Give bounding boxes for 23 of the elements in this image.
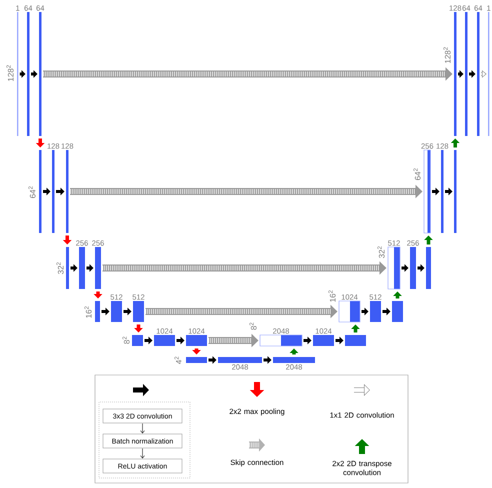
- size-label: 4$^{2}$: [174, 356, 182, 364]
- output-conv-arrow: [481, 70, 486, 78]
- feature-map-bar: [345, 335, 366, 346]
- feature-map-bar: [392, 301, 403, 322]
- feature-map-bar: [39, 150, 42, 233]
- size-label: 128$^{2}$: [443, 47, 451, 63]
- feature-map-bar: [186, 357, 207, 363]
- feature-map-bar: [66, 247, 69, 289]
- size-label: 8$^{2}$: [249, 322, 257, 330]
- size-label: 128$^{2}$: [6, 65, 14, 81]
- arrow: [140, 448, 145, 458]
- feature-map-bar: [454, 150, 456, 233]
- arrow: [140, 423, 145, 434]
- feature-map-bar: [426, 247, 431, 289]
- size-label: 16$^{2}$: [328, 290, 336, 302]
- dashed-group-box: [98, 402, 190, 478]
- size-label: 8$^{2}$: [122, 336, 130, 344]
- size-label: 16$^{2}$: [84, 306, 92, 318]
- size-label: 64$^{2}$: [413, 168, 421, 180]
- feature-map-bar: [95, 301, 100, 322]
- feature-map-bar: [132, 335, 143, 346]
- size-label: 32$^{2}$: [56, 262, 64, 274]
- size-label: 64$^{2}$: [28, 186, 36, 198]
